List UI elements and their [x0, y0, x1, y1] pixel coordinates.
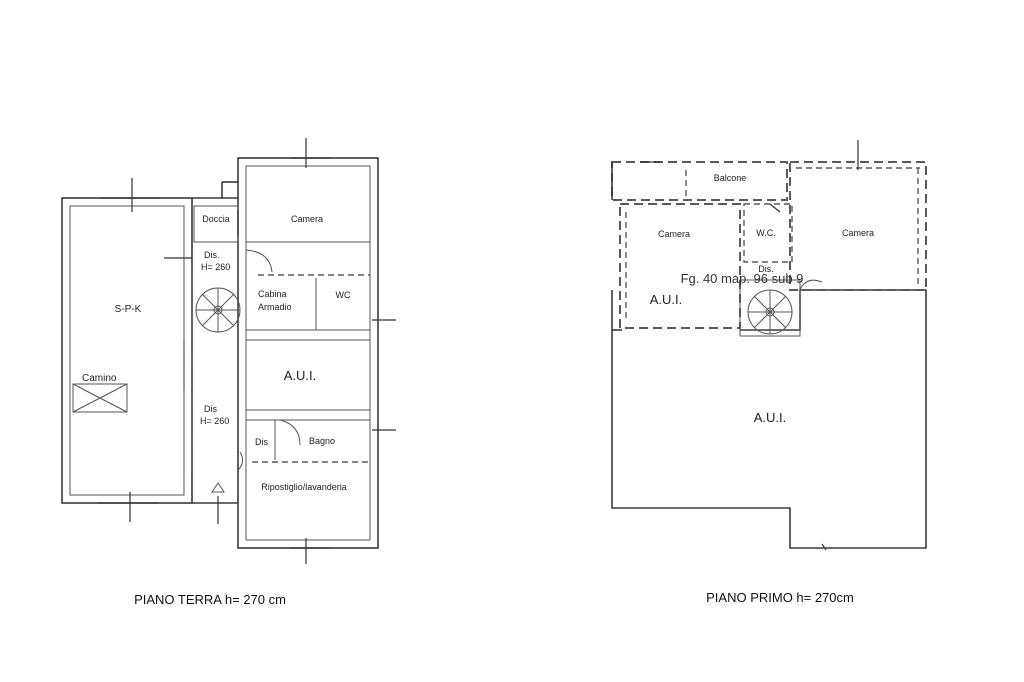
label-spk: S-P-K [115, 304, 142, 315]
label-dis-mid: Dis [204, 404, 217, 414]
label-camino: Camino [82, 373, 117, 384]
spiral-staircase-first [747, 289, 793, 335]
label-wc-first: W.C. [756, 228, 776, 238]
label-doccia: Doccia [202, 214, 230, 224]
label-aui-small: A.U.I. [650, 292, 683, 307]
wc-outline [743, 203, 793, 263]
ground-floor-plan: S-P-K Camino Doccia Camera Dis. H= 260 C… [61, 138, 396, 607]
label-dis-top: Dis. [204, 250, 220, 260]
label-camera: Camera [291, 214, 323, 224]
entrance-arrow [211, 482, 225, 493]
spk-room-walls [61, 197, 193, 504]
fireplace-symbol [72, 383, 128, 413]
label-bagno: Bagno [309, 436, 335, 446]
label-dis-small: Dis [255, 437, 268, 447]
label-armadio: Armadio [258, 302, 292, 312]
label-cabina: Cabina [258, 289, 287, 299]
label-balcone: Balcone [714, 173, 747, 183]
label-dis-first: Dis. [758, 264, 774, 274]
label-h-mid: H= 260 [200, 416, 229, 426]
label-camera-left: Camera [658, 229, 690, 239]
camera-right-outline [789, 161, 927, 291]
camera-left-outline [619, 203, 741, 329]
label-ripostiglio: Ripostiglio/lavanderia [261, 482, 347, 492]
doccia-walls [193, 205, 239, 243]
label-wc: WC [336, 290, 351, 300]
balcone-outline [611, 161, 788, 201]
label-camera-right: Camera [842, 228, 874, 238]
label-aui-big: A.U.I. [754, 410, 787, 425]
caption-piano-terra: PIANO TERRA h= 270 cm [134, 592, 286, 607]
first-floor-plan: Balcone Camera W.C. Camera Dis. Fg. 40 m… [611, 140, 927, 605]
label-cadastral: Fg. 40 map. 96 sub 9 [681, 271, 804, 286]
caption-piano-primo: PIANO PRIMO h= 270cm [706, 590, 854, 605]
label-aui-ground: A.U.I. [284, 368, 317, 383]
spiral-staircase-ground [195, 287, 241, 333]
label-h-top: H= 260 [201, 262, 230, 272]
